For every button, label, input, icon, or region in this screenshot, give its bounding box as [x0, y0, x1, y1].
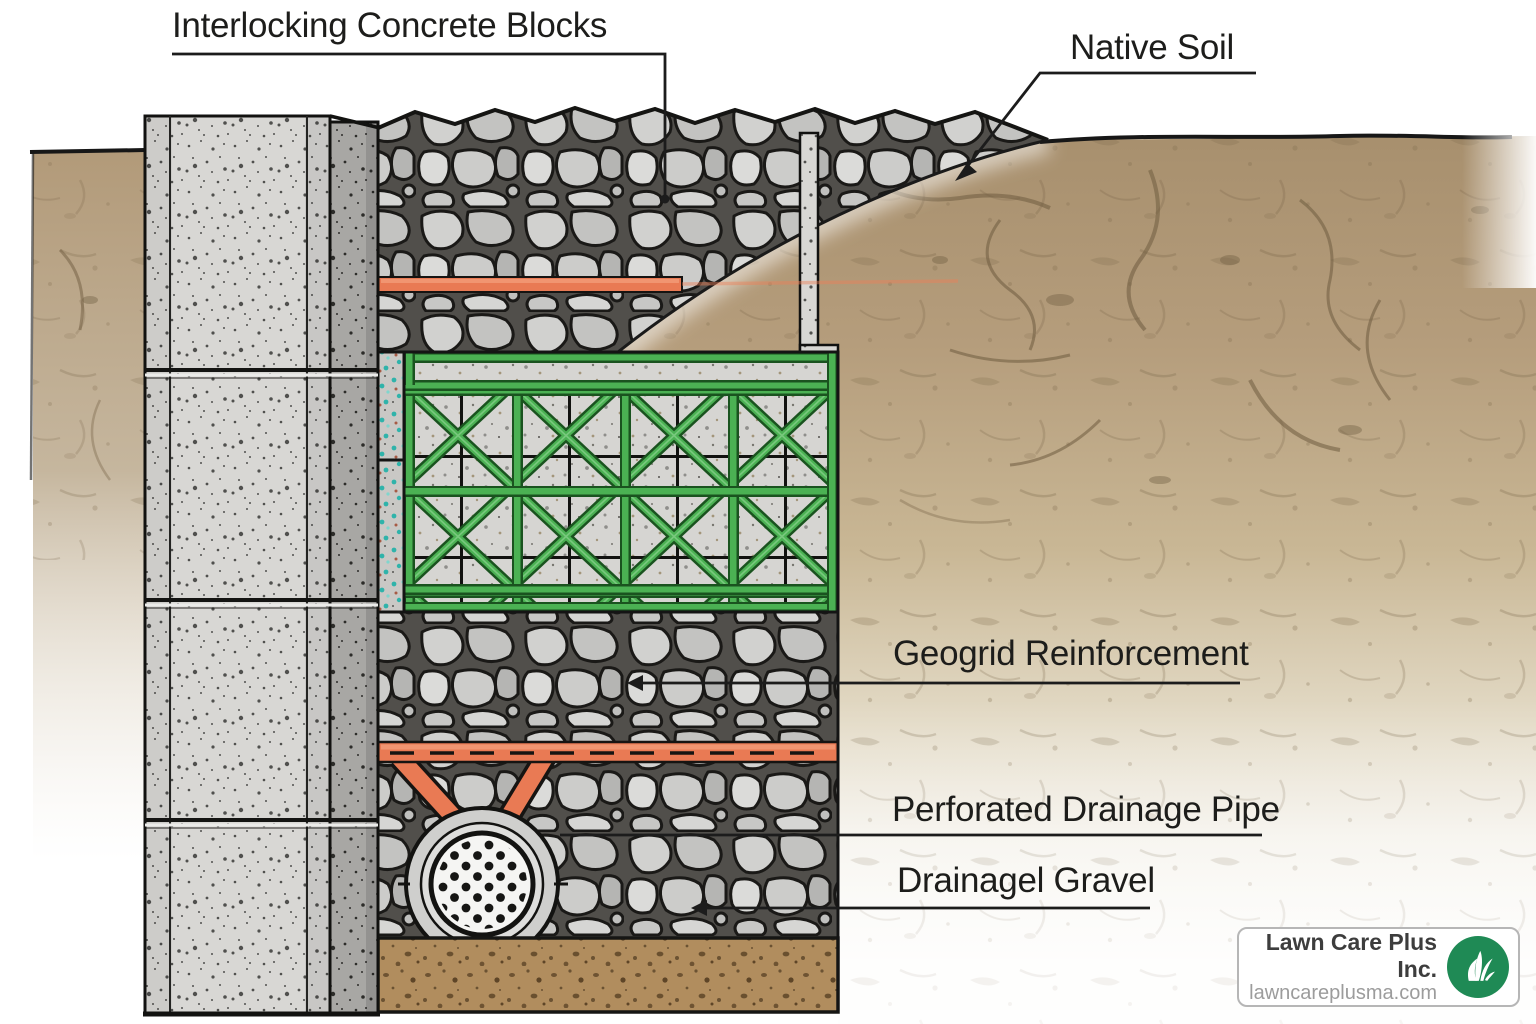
- geogrid-mesh: [404, 385, 838, 612]
- leader-native-soil: [964, 71, 1256, 169]
- soil-cracks: [868, 169, 1392, 524]
- leader-terminals: [627, 163, 977, 916]
- label-geogrid-reinforcement: Geogrid Reinforcement: [893, 634, 1249, 673]
- geogrid-border-bars: [404, 352, 838, 612]
- company-name: Lawn Care Plus Inc.: [1265, 929, 1437, 982]
- lower-orange-strap: [376, 740, 840, 764]
- soil-clods: [932, 206, 1489, 484]
- label-perforated-drainage-pipe: Perforated Drainage Pipe: [892, 790, 1280, 829]
- brand-card: Lawn Care Plus Inc. lawncareplusma.com: [1237, 927, 1520, 1007]
- retaining-wall: [143, 114, 381, 1017]
- grass-icon: [1447, 936, 1509, 998]
- excavation-line: [617, 138, 1049, 354]
- gravel-middle: [378, 610, 838, 742]
- drainage-board-strip: [376, 350, 406, 614]
- base-soil-layer: [376, 936, 840, 1014]
- geogrid-zone: [376, 350, 840, 614]
- left-soil-region: [29, 148, 146, 860]
- soil-surface-line: [1039, 133, 1513, 144]
- wall-block-joints: [145, 368, 378, 829]
- upper-orange-strap: [377, 276, 959, 293]
- leader-lines: [172, 52, 1262, 910]
- pipe-perforations: [437, 839, 527, 929]
- company-website: lawncareplusma.com: [1249, 981, 1437, 1004]
- leader-blocks: [172, 52, 667, 196]
- gravel-top-edge: [377, 105, 1049, 142]
- wall-front-face: [143, 114, 332, 1016]
- label-drainage-gravel: Drainagel Gravel: [897, 861, 1155, 900]
- label-native-soil: Native Soil: [1070, 28, 1234, 67]
- label-interlocking-concrete-blocks: Interlocking Concrete Blocks: [172, 6, 608, 45]
- perforated-pipe: [398, 806, 568, 962]
